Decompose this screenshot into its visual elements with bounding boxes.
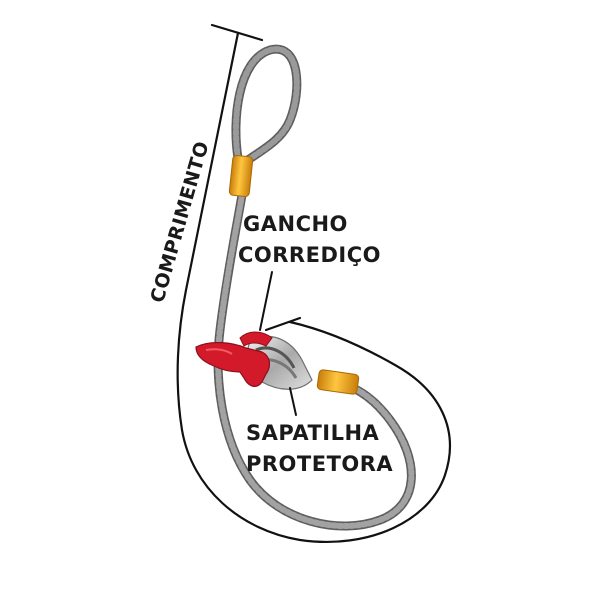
sliding-hook-label-line1: GANCHO (243, 212, 348, 236)
thimble-label-line2: PROTETORA (246, 452, 394, 476)
lower-ferrule (316, 369, 360, 395)
main-cable (213, 190, 416, 531)
sliding-hook (195, 331, 273, 387)
thimble-label-line1: SAPATILHA (246, 421, 380, 445)
upper-ferrule (228, 154, 254, 198)
length-dimension-line (176, 23, 451, 544)
leader-lines (259, 271, 297, 416)
upper-eye-loop (231, 44, 302, 165)
sliding-hook-label-line2: CORREDIÇO (238, 243, 381, 267)
